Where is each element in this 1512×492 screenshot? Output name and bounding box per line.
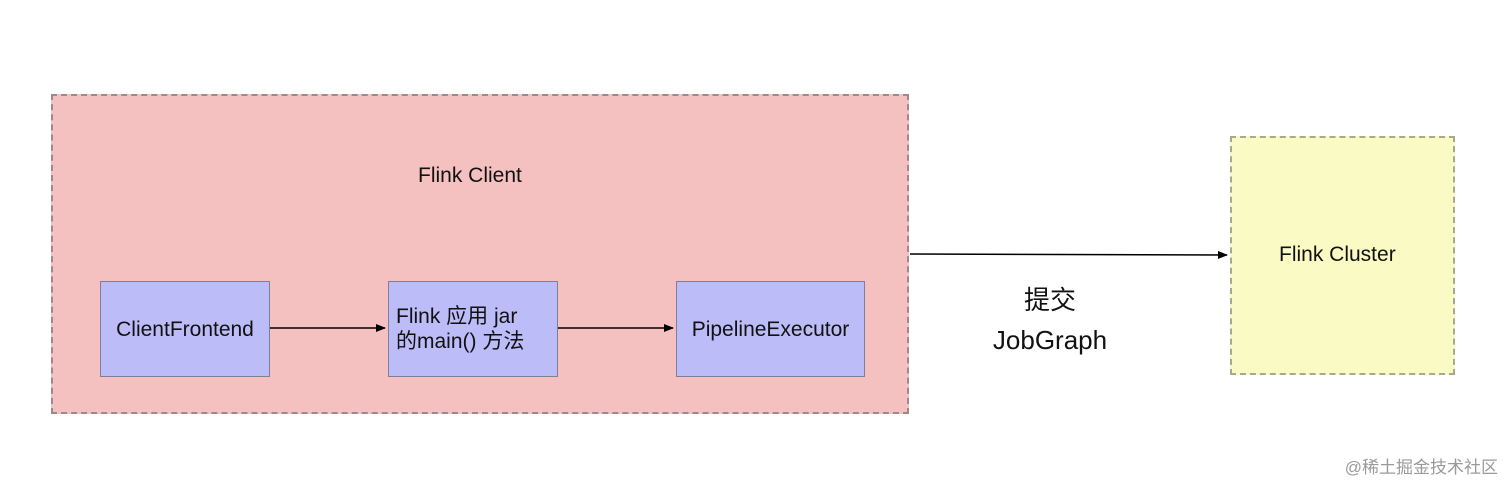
pipeline-executor-node: PipelineExecutor xyxy=(676,281,865,377)
flink-app-jar-label-line1: Flink 应用 jar xyxy=(396,305,518,328)
submit-jobgraph-label: 提交 JobGraph xyxy=(985,280,1115,360)
flink-app-jar-label-line2: 的main() 方法 xyxy=(396,330,525,353)
client-frontend-node: ClientFrontend xyxy=(100,281,270,377)
watermark-text: @稀土掘金技术社区 xyxy=(1344,458,1498,477)
client-frontend-label: ClientFrontend xyxy=(116,317,254,341)
pipeline-executor-label: PipelineExecutor xyxy=(691,317,850,341)
submit-label-line2: JobGraph xyxy=(992,325,1108,355)
flink-cluster-label: Flink Cluster xyxy=(1279,243,1396,266)
flink-cluster-node xyxy=(1230,136,1455,375)
arrow-client-to-cluster xyxy=(909,250,1228,259)
flink-client-title: Flink Client xyxy=(418,164,522,187)
flink-app-jar-node: Flink 应用 jar 的main() 方法 xyxy=(388,281,558,377)
submit-label-line1: 提交 xyxy=(1023,285,1076,315)
